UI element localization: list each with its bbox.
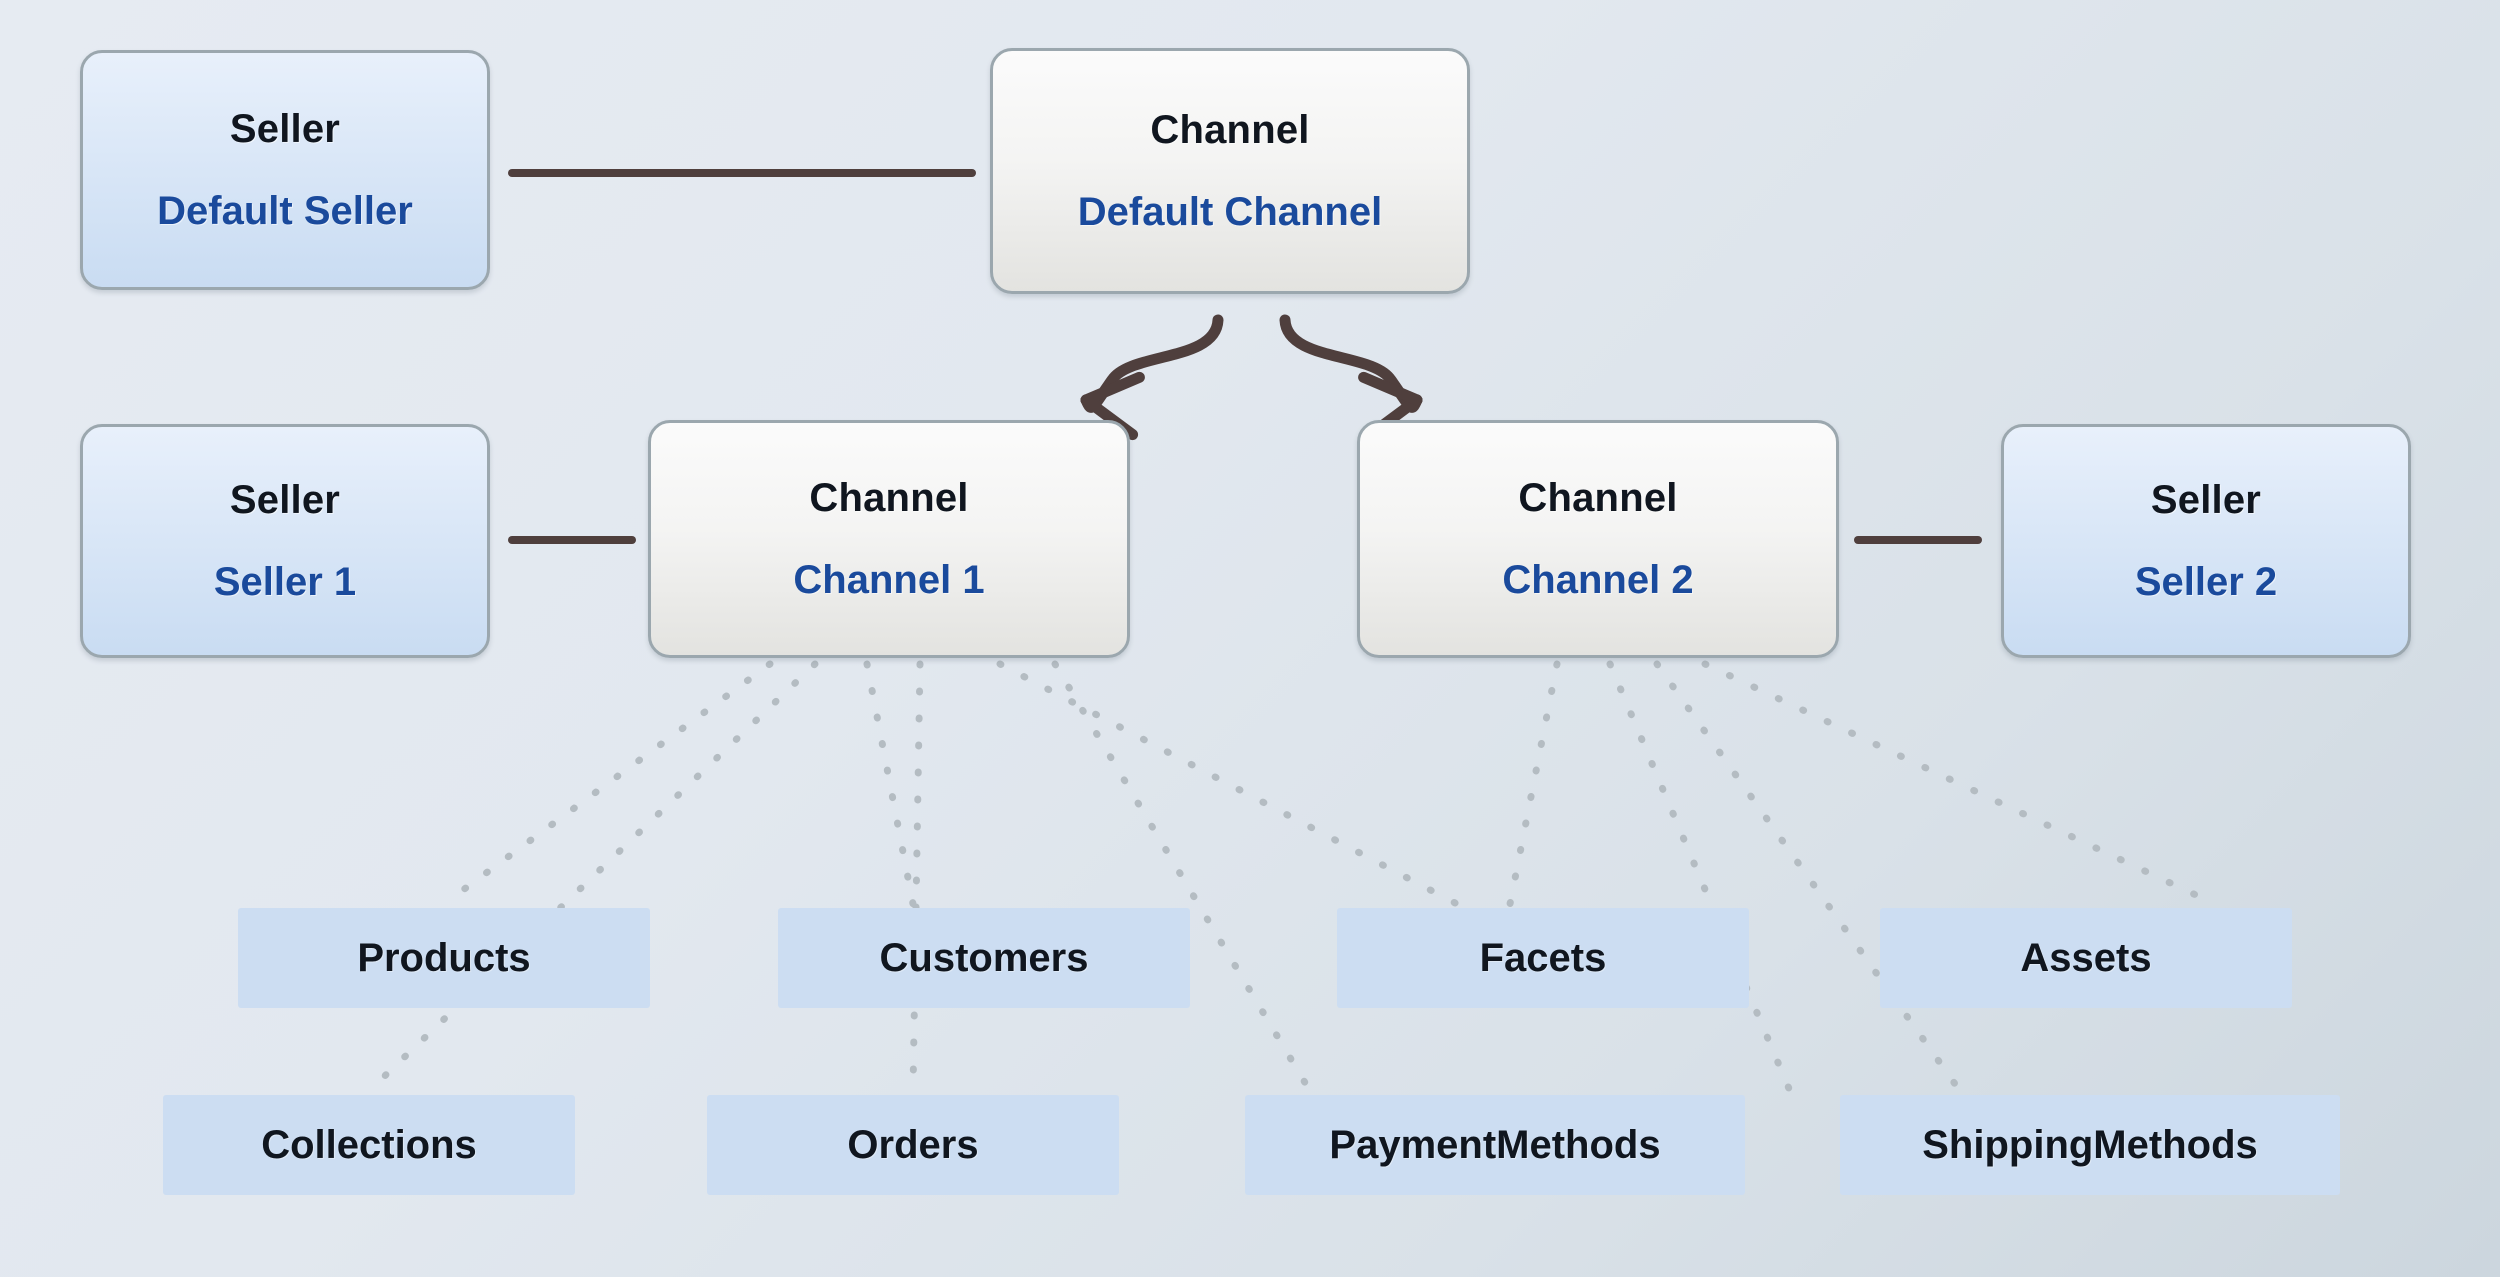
resource-chip-label: PaymentMethods (1329, 1122, 1661, 1167)
entity-name-label: Default Channel (1077, 190, 1383, 234)
resource-chip-collections[interactable]: Collections (163, 1095, 575, 1195)
entity-name-label: Seller 2 (2134, 560, 2278, 604)
entity-type-label: Seller (2150, 478, 2262, 522)
dotted-connector-channel2-to-assets (1701, 660, 2219, 908)
dotted-connector-channel2-to-paymentmethods (1606, 660, 1794, 1095)
resource-chip-label: Assets (2020, 935, 2152, 980)
dotted-connector-channel1-to-customers (863, 660, 917, 908)
arrowhead-default-channel-to-channel-2-barb-1 (1358, 371, 1423, 406)
resource-chip-assets[interactable]: Assets (1880, 908, 2292, 1008)
dotted-connector-channel2-to-shippingmethods (1653, 660, 1964, 1095)
resource-chip-label: Products (357, 935, 531, 980)
resource-chip-products[interactable]: Products (238, 908, 650, 1008)
dotted-connector-channel1-to-products (440, 660, 774, 908)
resource-chip-shippingmethods[interactable]: ShippingMethods (1840, 1095, 2340, 1195)
resource-chip-customers[interactable]: Customers (778, 908, 1190, 1008)
entity-name-label: Channel 1 (793, 558, 985, 602)
dotted-connector-channel2-to-facets (1506, 660, 1561, 908)
entity-type-label: Channel (1150, 108, 1310, 152)
entity-name-label: Default Seller (157, 189, 413, 233)
resource-chip-label: Customers (879, 935, 1089, 980)
resource-chip-label: ShippingMethods (1922, 1122, 2258, 1167)
dotted-connector-channel1-to-collections (365, 660, 819, 1095)
arrow-default-channel-to-channel-1 (1080, 314, 1224, 413)
entity-type-label: Channel (809, 476, 969, 520)
dotted-connector-channel1-to-orders (909, 660, 924, 1095)
dotted-connector-channel1-to-paymentmethods (1051, 660, 1314, 1095)
resource-chip-label: Collections (261, 1122, 477, 1167)
entity-name-label: Channel 2 (1502, 558, 1694, 602)
entity-name-label: Seller 1 (213, 560, 357, 604)
entity-type-label: Seller (229, 107, 341, 151)
resource-chip-label: Orders (847, 1122, 979, 1167)
resource-chip-orders[interactable]: Orders (707, 1095, 1119, 1195)
resource-chip-paymentmethods[interactable]: PaymentMethods (1245, 1095, 1745, 1195)
arrowhead-default-channel-to-channel-1-barb-0 (1080, 371, 1145, 406)
dotted-connector-channel1-to-facets (996, 660, 1461, 908)
resource-chip-facets[interactable]: Facets (1337, 908, 1749, 1008)
resource-chip-label: Facets (1479, 935, 1607, 980)
entity-type-label: Seller (229, 478, 341, 522)
arrow-default-channel-to-channel-2 (1279, 314, 1423, 413)
entity-type-label: Channel (1518, 476, 1678, 520)
